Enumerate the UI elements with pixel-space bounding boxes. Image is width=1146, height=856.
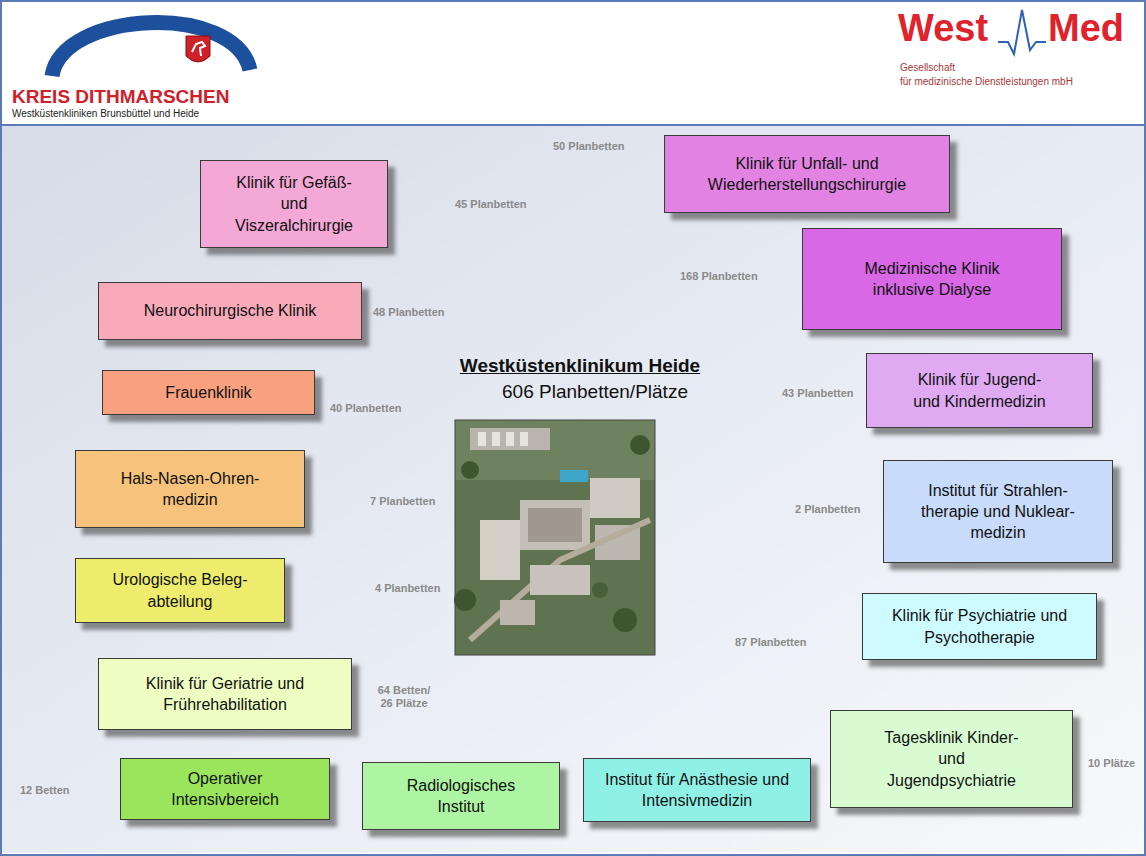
company-line: für medizinische Dienstleistungen mbH — [900, 76, 1073, 88]
clinic-name: Tagesklinik Kinder- und Jugendpsychiatri… — [876, 727, 1028, 790]
clinic-name: Klinik für Geriatrie und Frührehabilitat… — [132, 673, 318, 715]
clinic-box: Radiologisches Institut — [362, 762, 560, 830]
clinic-name: Hals-Nasen-Ohren- medizin — [110, 468, 270, 510]
header-band — [0, 0, 1146, 125]
clinic-box: Klinik für Psychiatrie und Psychotherapi… — [862, 593, 1097, 660]
clinic-box: Frauenklinik — [102, 370, 315, 415]
bed-count: 12 Betten — [20, 784, 70, 797]
clinic-box: Klinik für Jugend- und Kindermedizin — [866, 353, 1093, 428]
logo-arc — [52, 23, 250, 76]
clinic-name: Radiologisches Institut — [395, 775, 527, 817]
organisation-name: KREIS DITHMARSCHEN — [12, 86, 229, 109]
clinic-box: Urologische Beleg- abteilung — [75, 558, 285, 623]
clinic-name: Medizinische Klinik inklusive Dialyse — [847, 258, 1017, 300]
clinic-box: Klinik für Unfall- und Wiederherstellung… — [664, 135, 950, 213]
bed-count: 4 Planbetten — [375, 582, 440, 595]
clinic-box: Medizinische Klinik inklusive Dialyse — [802, 228, 1062, 330]
bed-count: 10 Plätze — [1088, 757, 1135, 770]
clinic-name: Klinik für Gefäß- und Viszeralchirurgie — [227, 172, 362, 235]
clinic-name: Institut für Strahlen- therapie und Nukl… — [912, 480, 1084, 543]
clinic-name: Klinik für Jugend- und Kindermedizin — [905, 369, 1055, 411]
logo-word: Med — [1048, 6, 1124, 52]
clinic-box: Institut für Anästhesie und Intensivmedi… — [583, 758, 811, 822]
bed-count: 2 Planbetten — [795, 503, 860, 516]
clinic-box: Operativer Intensivbereich — [120, 758, 330, 820]
company-line: Gesellschaft — [900, 62, 955, 74]
clinic-box: Neurochirurgische Klinik — [98, 282, 362, 340]
ecg-line — [998, 10, 1046, 54]
content-ground — [2, 125, 1144, 853]
bed-count: 168 Planbetten — [680, 270, 758, 283]
clinic-name: Klinik für Unfall- und Wiederherstellung… — [692, 153, 922, 195]
capacity-total: 606 Planbetten/Plätze — [445, 381, 745, 404]
bed-count: 64 Betten/ 26 Plätze — [372, 684, 436, 710]
clinic-box: Klinik für Geriatrie und Frührehabilitat… — [98, 658, 352, 730]
logo-word: West — [898, 6, 988, 52]
diagram-title: Westküstenklinikum Heide — [430, 355, 730, 377]
coat-of-arms — [186, 36, 210, 62]
coat-of-arms-rider — [192, 42, 205, 56]
header-rule — [1, 124, 1145, 126]
clinic-name: Urologische Beleg- abteilung — [104, 569, 256, 611]
bed-count: 43 Planbetten — [782, 387, 854, 400]
clinic-name: Neurochirurgische Klinik — [144, 300, 317, 321]
aerial-photo — [454, 420, 655, 655]
clinic-box: Tagesklinik Kinder- und Jugendpsychiatri… — [830, 710, 1073, 808]
bed-count: 40 Planbetten — [330, 402, 402, 415]
clinic-name: Klinik für Psychiatrie und Psychotherapi… — [892, 605, 1068, 647]
organisation-subtitle: Westküstenkliniken Brunsbüttel und Heide — [12, 108, 199, 120]
clinic-name: Operativer Intensivbereich — [155, 768, 295, 810]
bed-count: 50 Planbetten — [553, 140, 625, 153]
bed-count: 48 Planbetten — [373, 306, 445, 319]
clinic-box: Klinik für Gefäß- und Viszeralchirurgie — [200, 160, 388, 248]
clinic-name: Institut für Anästhesie und Intensivmedi… — [604, 769, 790, 811]
bed-count: 45 Planbetten — [455, 198, 527, 211]
clinic-box: Institut für Strahlen- therapie und Nukl… — [883, 460, 1113, 563]
bed-count: 7 Planbetten — [370, 495, 435, 508]
bed-count: 87 Planbetten — [735, 636, 807, 649]
clinic-box: Hals-Nasen-Ohren- medizin — [75, 450, 305, 528]
clinic-name: Frauenklinik — [165, 382, 251, 403]
